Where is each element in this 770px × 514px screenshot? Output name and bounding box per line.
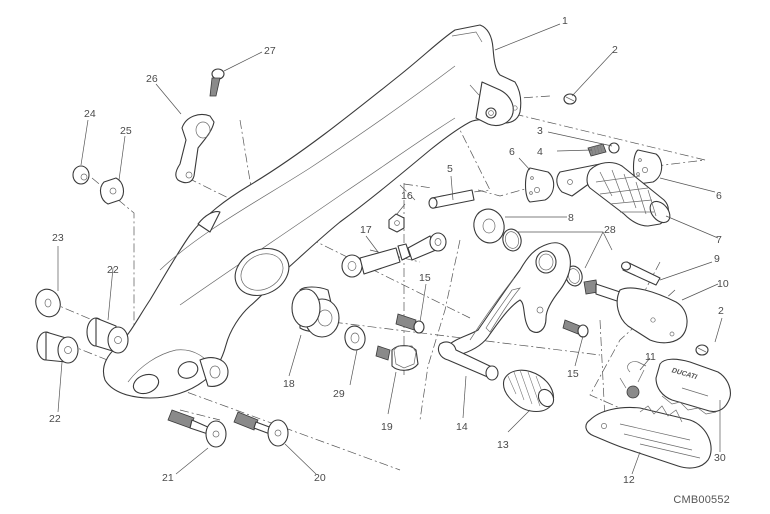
callout-11: 11 [645, 351, 656, 363]
callout-10: 10 [717, 278, 729, 290]
callout-28: 28 [604, 224, 616, 236]
part-28-o-ring-upper [502, 228, 522, 252]
part-15-bolt-upper [395, 313, 425, 334]
part-5-pivot-pin [428, 189, 475, 209]
part-21-bolt [167, 409, 227, 448]
part-17-linkage-rod [341, 232, 447, 278]
part-13-gear-lever-rubber [502, 369, 555, 413]
part-26-linkage-arm [175, 113, 215, 184]
callout-2: 2 [718, 305, 724, 317]
callout-2: 2 [612, 44, 618, 56]
callout-13: 13 [497, 439, 509, 451]
part-27-screw [209, 68, 225, 97]
callout-5: 5 [447, 163, 453, 175]
part-3-detent-ball [608, 142, 620, 154]
callout-20: 20 [314, 472, 326, 484]
callout-22: 22 [107, 264, 119, 276]
callout-7: 7 [716, 234, 722, 246]
part-29-washer [344, 325, 366, 351]
callout-15: 15 [419, 272, 431, 284]
part-6-plate-left [524, 167, 555, 203]
callout-24: 24 [84, 108, 96, 120]
part-25-spacer [99, 177, 125, 205]
part-11-return-spring [619, 361, 647, 399]
part-9-pin [620, 261, 661, 286]
callout-3: 3 [537, 125, 543, 137]
part-1-frame-bracket [102, 24, 522, 399]
part-7-rider-footpeg [556, 161, 671, 227]
callout-6: 6 [509, 146, 515, 158]
callout-29: 29 [333, 388, 345, 400]
callout-labels: 1 2 2 3 4 5 6 6 7 8 9 10 11 12 13 14 15 … [49, 15, 729, 486]
callout-9: 9 [714, 253, 720, 265]
part-22-bushing-upper [86, 317, 129, 354]
part-14-gear-lever [437, 242, 571, 381]
drawing-code: CMB00552 [673, 494, 730, 506]
callout-16: 16 [401, 190, 413, 202]
callout-15: 15 [567, 368, 579, 380]
part-22-bushing-lower [36, 331, 79, 364]
part-4-detent-spring [587, 143, 607, 157]
part-16-nut [388, 213, 405, 233]
callout-6: 6 [716, 190, 722, 202]
callout-17: 17 [360, 224, 372, 236]
callout-23: 23 [52, 232, 64, 244]
callout-22: 22 [49, 413, 61, 425]
callout-18: 18 [283, 378, 295, 390]
callout-21: 21 [162, 472, 174, 484]
part-19-eccentric-bolt [375, 344, 419, 371]
part-12-passenger-footpeg [585, 405, 712, 469]
part-18-bushing [291, 286, 340, 338]
callout-25: 25 [120, 125, 132, 137]
callout-30: 30 [714, 452, 726, 464]
part-24-bushing-nut [72, 165, 90, 185]
part-23-washer [35, 288, 61, 318]
callout-8: 8 [568, 212, 574, 224]
callout-12: 12 [623, 474, 635, 486]
callout-19: 19 [381, 421, 393, 433]
part-15-bolt-lower [562, 319, 589, 338]
callout-4: 4 [537, 146, 543, 158]
callout-1: 1 [562, 15, 568, 27]
part-2-circlip-upper [563, 93, 577, 105]
part-30-rubber-pad: DUCATI [655, 358, 731, 415]
leader-lines [57, 23, 723, 475]
part-6-plate-right [632, 149, 663, 185]
part-20-bolt [233, 411, 289, 447]
part-2-circlip-lower [695, 344, 709, 356]
callout-26: 26 [146, 73, 158, 85]
callout-27: 27 [264, 45, 276, 57]
callout-14: 14 [456, 421, 468, 433]
part-10-footpeg-holder [583, 279, 688, 344]
part-8-washer [473, 208, 505, 244]
